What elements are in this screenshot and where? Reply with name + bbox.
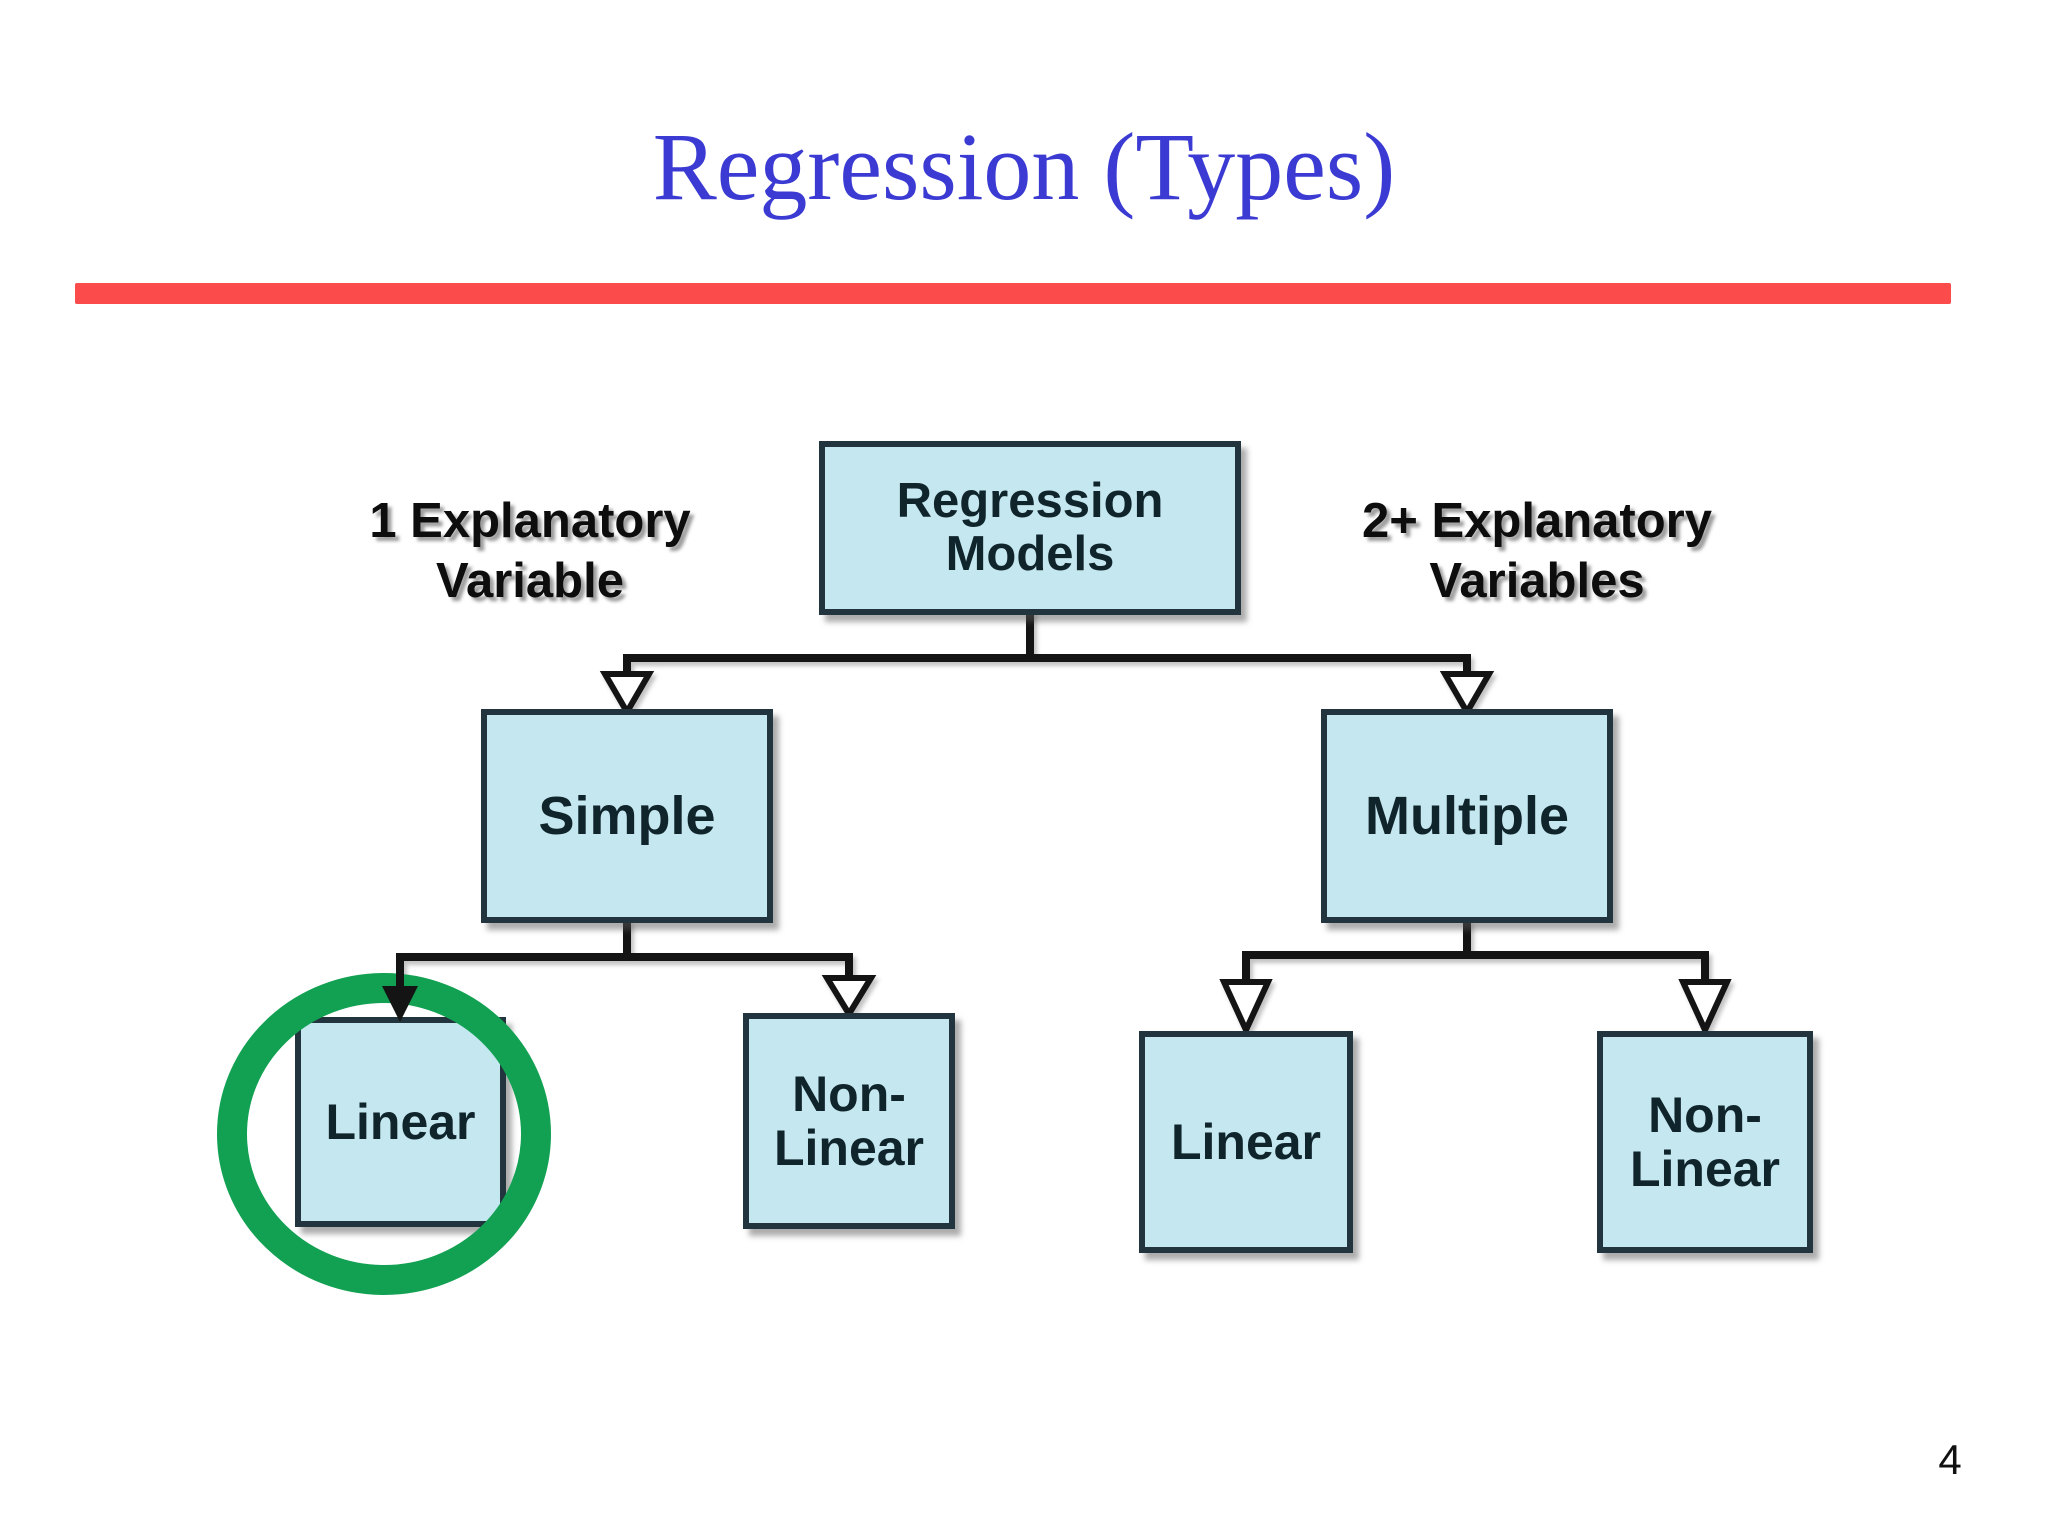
arrowheads [599,671,1732,1038]
node-simple-box [481,709,773,923]
node-regression-models-box [819,441,1241,615]
title-divider-rule [75,283,1951,304]
connector-simple-children [396,953,853,988]
arrow-to-simple-linear-icon [382,986,418,1022]
arrow-to-multiple-icon [1439,671,1495,718]
node-multiple-box [1321,709,1613,923]
arrow-to-simple-linear [382,955,418,1022]
page-number: 4 [1938,1436,1962,1483]
annotation-one-explanatory-variable: 1 Explanatory Variable [369,494,691,608]
node-multiple-linear-box [1139,1031,1353,1253]
arrow-to-simple-icon [599,671,655,718]
connector-multiple-children [1242,951,1709,984]
arrow-to-multiple-nonlinear-icon [1678,979,1732,1038]
node-simple-linear-box [295,1017,506,1227]
node-multiple-nonlinear-box [1597,1031,1813,1253]
node-simple-nonlinear-box [743,1013,955,1229]
node-boxes [295,441,1813,1253]
arrow-to-simple-nonlinear-icon [821,975,877,1020]
connector-level1 [623,654,1471,680]
arrow-to-multiple-linear-icon [1219,979,1273,1038]
annotation-two-plus-explanatory-variables: 2+ Explanatory Variables [1362,494,1712,608]
page-title: Regression (Types) [652,113,1396,220]
